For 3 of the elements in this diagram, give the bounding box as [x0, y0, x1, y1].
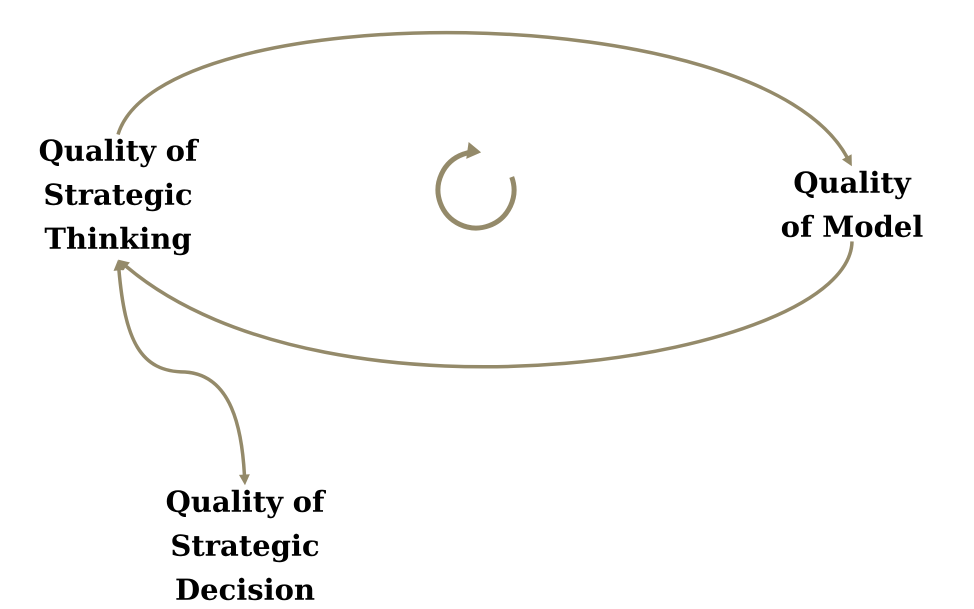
node-label: Quality of Strategic Thinking: [40, 138, 200, 256]
node-label: Quality of Strategic Decision: [166, 490, 326, 600]
node-label: Quality of Model: [782, 170, 923, 238]
